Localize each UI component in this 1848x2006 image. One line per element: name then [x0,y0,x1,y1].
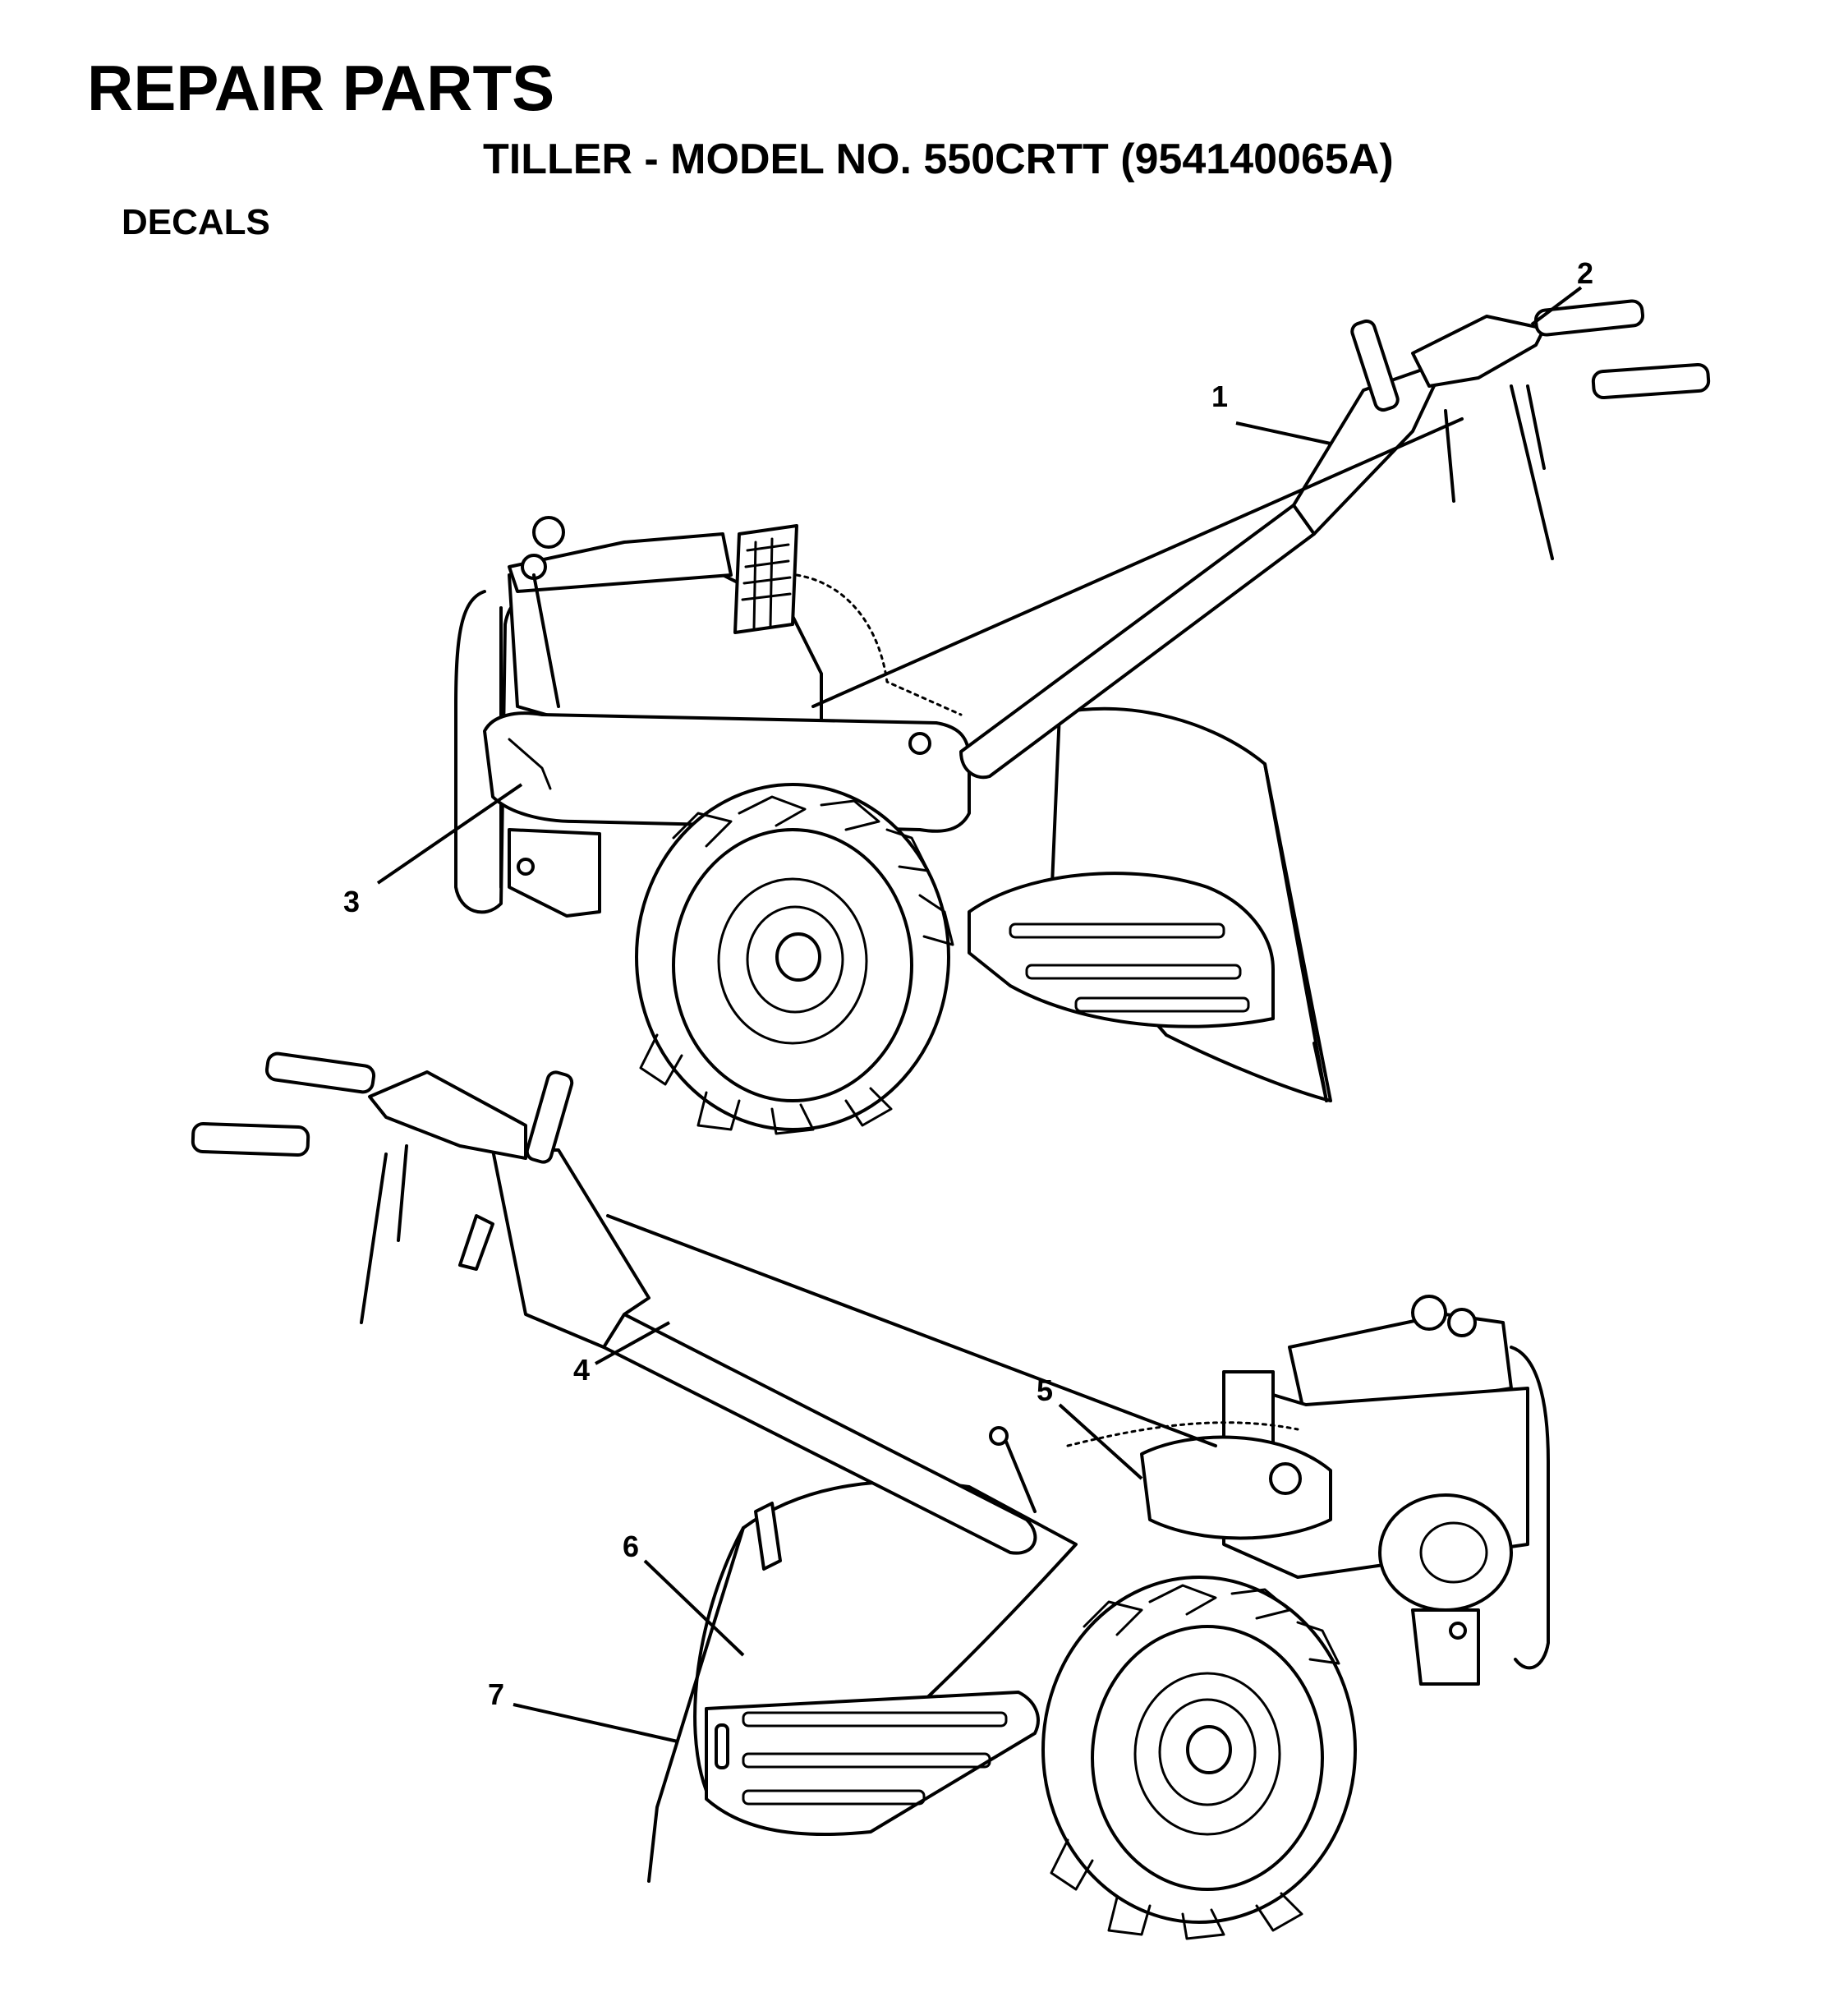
callout-2-leader [1530,286,1583,326]
lower-belt-guard [1140,1435,1332,1540]
callout-3-leader [376,783,523,885]
lower-grip-bottom [191,1121,310,1157]
upper-grip-top [1533,299,1645,337]
lower-side-shield [705,1691,1040,1837]
lower-lever [458,1214,494,1271]
upper-shield-slot-1 [1009,922,1225,939]
upper-tiller-illustration [454,299,1711,1135]
callout-4: 4 [573,1353,590,1387]
upper-bracket [508,828,601,918]
upper-shield-slot-3 [1074,996,1250,1013]
upper-hood-flap [1312,1042,1328,1102]
lower-grip-top [264,1051,376,1094]
upper-side-shield [968,872,1275,1028]
upper-control-rod-2 [1526,384,1546,470]
upper-lever-arm [1444,409,1455,503]
callout-3: 3 [343,885,360,918]
upper-control-rod-1 [1510,384,1554,560]
lower-control-rod-2 [397,1144,408,1242]
lower-shield-slot-1 [742,1711,1008,1728]
lower-hood-front-edge [647,1526,745,1883]
callout-7: 7 [488,1677,504,1711]
upper-chain [795,573,963,716]
lower-depth-bar [525,1070,574,1164]
lower-wheel [1041,1576,1357,1940]
lower-tiller-illustration [191,1051,1550,1940]
lower-engine-pulley [1378,1493,1513,1612]
upper-depth-bar [1350,319,1400,412]
callout-5-leader [1058,1403,1143,1480]
lower-handle-upper [491,1148,650,1349]
lower-bracket-bolt [1449,1622,1467,1640]
callout-4-leader [595,1321,670,1365]
callout-2: 2 [1577,256,1593,290]
lower-shift-lever [1004,1440,1037,1513]
upper-fuel-cap [532,516,565,549]
callout-1: 1 [1211,380,1228,413]
upper-wheel [635,783,954,1135]
lower-shield-slot-2 [742,1752,991,1769]
lower-air-filter [1222,1370,1275,1447]
upper-cover-bolt [908,732,931,755]
upper-shield-slot-2 [1025,964,1242,980]
lower-handlebar-tube [602,1313,1037,1555]
model-subtitle: TILLER - MODEL NO. 550CRTT (954140065A) [483,136,1394,183]
callout-6: 6 [623,1530,639,1563]
callout-1-leader [1235,421,1331,445]
lower-shift-knob [989,1426,1009,1446]
upper-handlebar-tube [959,504,1316,780]
lower-rear-frame [1510,1346,1550,1670]
lower-control-cable [606,1214,1217,1447]
section-heading: DECALS [122,202,270,242]
upper-control-cable [811,417,1464,708]
callout-5: 5 [1037,1373,1053,1407]
lower-guard-bolt [1269,1462,1302,1495]
lower-shield-slot-3 [742,1789,926,1806]
lower-handle-head [368,1070,527,1160]
upper-handle-upper [1292,360,1447,536]
lower-fuel-cap [1411,1295,1447,1331]
lower-pulley-hub [1419,1521,1488,1584]
lower-hood-latch [754,1502,782,1571]
upper-air-filter [733,524,798,634]
page-title: REPAIR PARTS [87,52,555,124]
upper-engine-tank [508,532,733,593]
upper-dipstick [532,573,560,708]
lower-oil-cap [1447,1308,1477,1337]
upper-bracket-bolt [517,858,535,876]
callout-7-leader [513,1703,678,1743]
callout-6-leader [643,1559,745,1657]
upper-belt-decal [508,738,552,790]
lower-control-rod-1 [360,1153,388,1324]
upper-grip-bottom [1591,362,1711,400]
lower-bracket [1411,1608,1480,1686]
upper-handle-head [1411,315,1546,388]
lower-shield-slot-vertical [715,1723,729,1769]
lower-chain [1066,1421,1299,1447]
upper-hood-edge [1263,762,1328,1102]
